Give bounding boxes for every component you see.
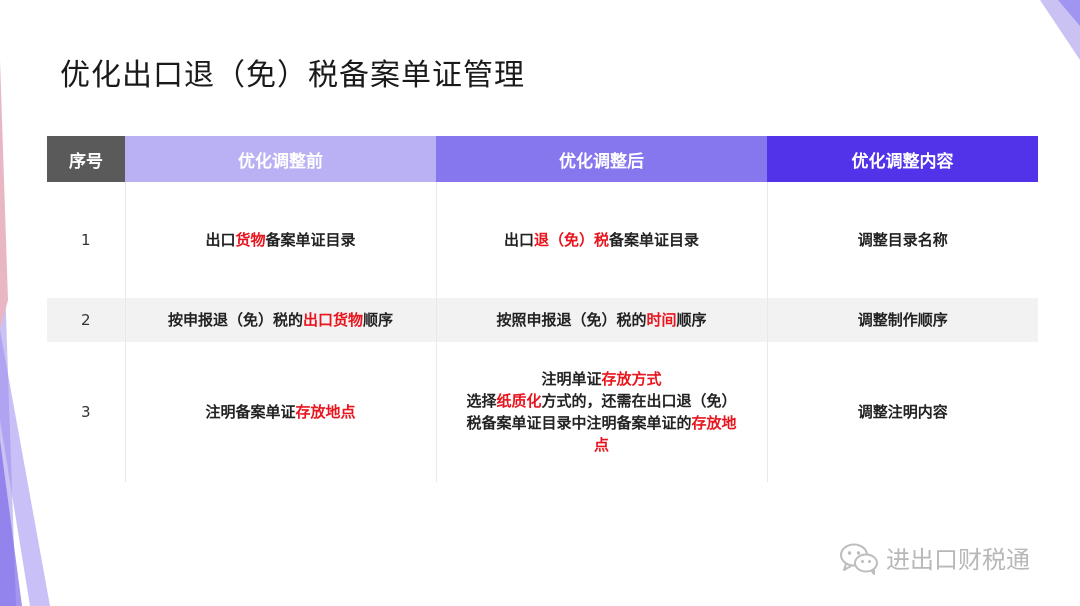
cell-before: 出口货物备案单证目录: [124, 182, 436, 298]
highlight-text: 出口货物: [302, 311, 363, 329]
highlight-text: 存放方式: [601, 370, 662, 388]
text: 顺序: [676, 311, 707, 329]
text: 选择: [466, 392, 497, 410]
highlight-text: 货物: [235, 231, 266, 249]
after-line-2: 选择纸质化方式的，还需在出口退（免）税备案单证目录中注明备案单证的存放地点: [443, 390, 761, 456]
text: 备案单证目录: [609, 231, 700, 249]
comparison-table: 序号 优化调整前 优化调整后 优化调整内容 1 出口货物备案单证目录 出口退（免…: [47, 136, 1038, 482]
header-before: 优化调整前: [125, 136, 436, 182]
watermark-text: 进出口财税通: [886, 546, 1030, 574]
right-decoration-stripes: [1040, 0, 1080, 60]
table-row: 2 按申报退（免）税的出口货物顺序 按照申报退（免）税的时间顺序 调整制作顺序: [47, 298, 1038, 342]
text: 出口: [205, 231, 236, 249]
cell-before: 注明备案单证存放地点: [124, 342, 436, 482]
highlight-text: 退（免）税: [533, 231, 609, 249]
after-line-1: 注明单证存放方式: [443, 368, 761, 390]
text: 注明备案单证: [205, 403, 296, 421]
cell-after: 按照申报退（免）税的时间顺序: [435, 298, 767, 342]
header-after: 优化调整后: [436, 136, 767, 182]
cell-change: 调整注明内容: [766, 342, 1038, 482]
highlight-text: 纸质化: [496, 392, 542, 410]
cell-change: 调整制作顺序: [766, 298, 1038, 342]
cell-after: 出口退（免）税备案单证目录: [435, 182, 767, 298]
left-decoration-stripes: [0, 60, 50, 606]
table-row: 1 出口货物备案单证目录 出口退（免）税备案单证目录 调整目录名称: [47, 182, 1038, 298]
text: 方式的，还需在出口退（免）税备案单证目录中注明备案单证的: [466, 392, 737, 432]
table-row: 3 注明备案单证存放地点 注明单证存放方式选择纸质化方式的，还需在出口退（免）税…: [47, 342, 1038, 482]
table-header-row: 序号 优化调整前 优化调整后 优化调整内容: [47, 136, 1038, 182]
text: 备案单证目录: [265, 231, 356, 249]
header-change: 优化调整内容: [767, 136, 1038, 182]
text: 按申报退（免）税的: [167, 311, 303, 329]
watermark: 进出口财税通: [838, 540, 1030, 575]
text: 顺序: [363, 311, 394, 329]
text: 注明单证: [541, 370, 602, 388]
cell-after: 注明单证存放方式选择纸质化方式的，还需在出口退（免）税备案单证目录中注明备案单证…: [435, 342, 767, 482]
row-index: 1: [47, 182, 125, 298]
row-index: 2: [47, 298, 125, 342]
row-index: 3: [47, 342, 125, 482]
page-title: 优化出口退（免）税备案单证管理: [60, 58, 525, 93]
cell-before: 按申报退（免）税的出口货物顺序: [124, 298, 436, 342]
highlight-text: 存放地点: [295, 403, 356, 421]
text: 按照申报退（免）税的: [496, 311, 647, 329]
header-index: 序号: [47, 136, 125, 182]
cell-change: 调整目录名称: [766, 182, 1038, 298]
text: 出口: [503, 231, 534, 249]
highlight-text: 时间: [646, 311, 677, 329]
wechat-icon: [840, 543, 878, 575]
highlight-text: 存放地点: [593, 414, 737, 454]
